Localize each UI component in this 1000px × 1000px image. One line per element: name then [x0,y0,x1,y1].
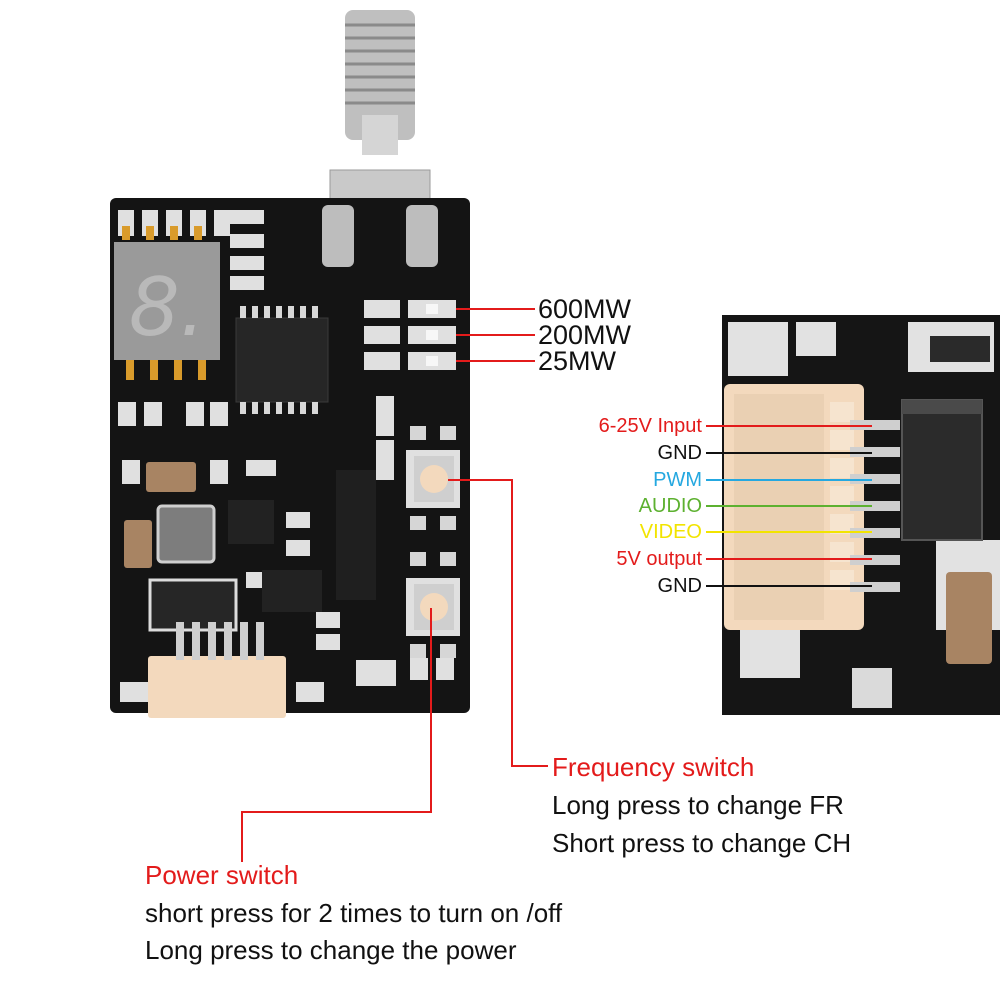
frequency-switch-title: Frequency switch [552,752,755,782]
power-label-25mw: 25MW [538,346,617,376]
pin-zoom-inset [722,315,1000,715]
pin-label-pwm: PWM [653,469,702,491]
power-switch-line-1: short press for 2 times to turn on /off [145,898,563,928]
seven-segment-display: 8. [114,242,220,360]
pin-label-input: 6-25V Input [598,415,702,437]
power-level-leds [364,300,456,370]
frequency-switch-button [406,426,460,530]
pin-label-5v-output: 5V output [616,548,702,570]
ss14-diode [901,399,983,541]
callout-lines [241,308,872,862]
frequency-switch-line-2: Short press to change CH [552,828,852,858]
pin-label-gnd: GND [657,442,702,464]
frequency-switch-line-1: Long press to change FR [552,790,844,820]
pin-label-gnd-2: GND [657,575,702,597]
main-board-connector [148,622,286,718]
power-switch-line-2: Long press to change the power [145,935,517,965]
power-label-600mw: 600MW [538,294,632,324]
display-digit: 8. [129,261,205,354]
power-switch-title: Power switch [145,860,299,890]
power-switch-button [406,552,460,658]
main-pcb-board: 8. [110,10,470,718]
main-ic-chip [235,306,329,414]
sma-connector [329,10,431,201]
power-label-200mw: 200MW [538,320,632,350]
pin-label-video: VIDEO [639,521,702,543]
pin-label-audio: AUDIO [638,495,702,517]
